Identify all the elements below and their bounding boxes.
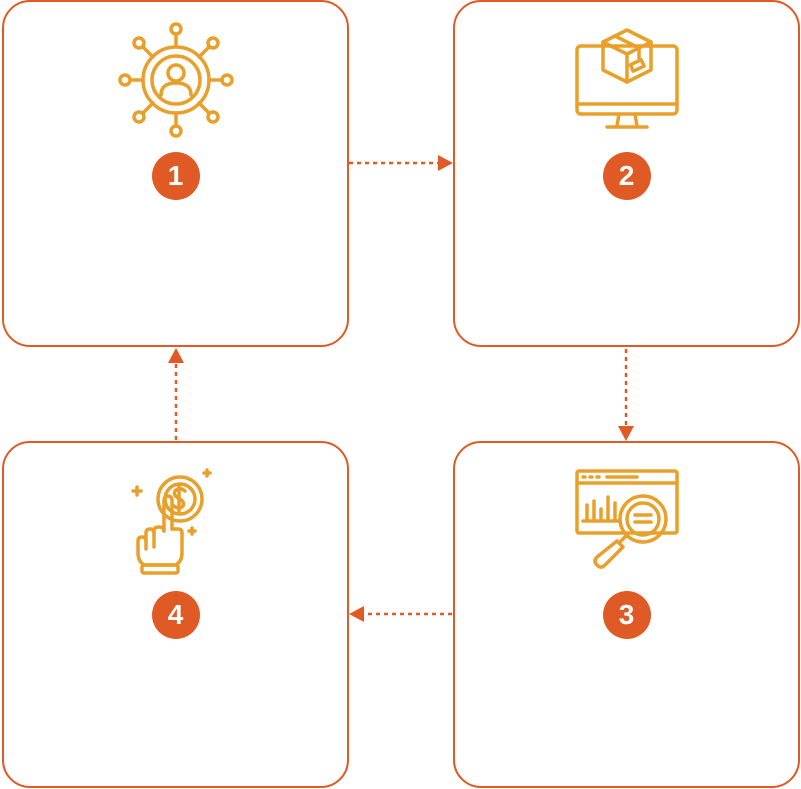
step-number-badge: 3 — [602, 591, 651, 639]
arrowhead-up — [168, 348, 184, 363]
step-number-badge: 1 — [151, 152, 200, 200]
step-card-3: 3 — [453, 441, 800, 788]
step-number-badge: 4 — [151, 591, 200, 639]
arrowhead-down — [618, 426, 634, 441]
arrowhead-right — [438, 155, 453, 171]
step-card-4: 4 — [2, 441, 349, 788]
step-number-badge: 2 — [602, 152, 651, 200]
browser-analytics-search-icon — [574, 469, 679, 569]
network-user-icon — [117, 22, 234, 138]
monitor-package-icon — [574, 28, 679, 129]
hand-tap-coin-icon — [130, 468, 212, 575]
step-card-1: 1 — [2, 0, 349, 347]
step-card-2: 2 — [453, 0, 800, 347]
arrowhead-left — [349, 606, 364, 622]
